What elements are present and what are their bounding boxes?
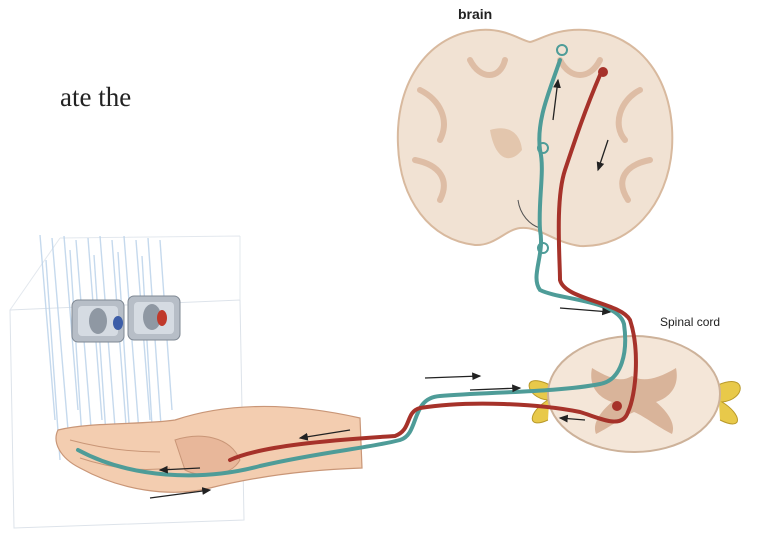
faucet-hot-icon [128,296,180,340]
spinal-cord-label: Spinal cord [660,315,720,329]
partial-caption-text: ate the [60,82,131,113]
brain-coronal-section [398,30,672,246]
brain-label: brain [458,6,492,22]
faucet-cold-icon [72,300,124,342]
